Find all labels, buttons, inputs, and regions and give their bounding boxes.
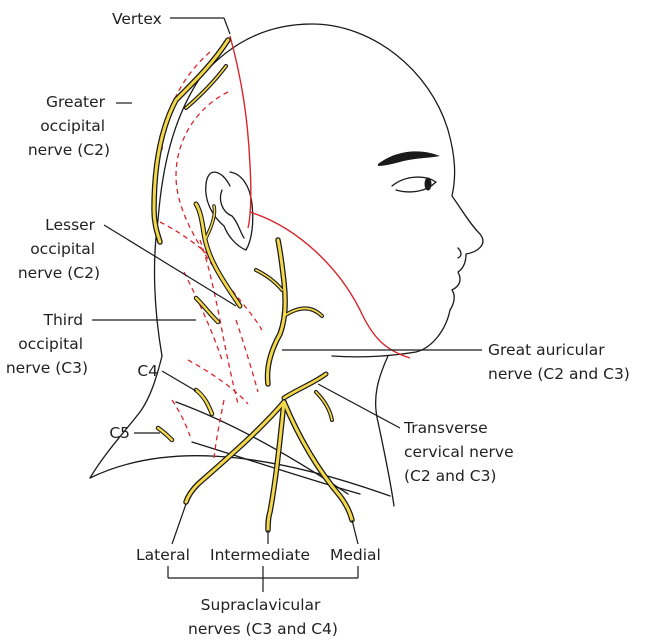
c5-nerve <box>158 428 172 440</box>
vertex-line <box>230 36 251 228</box>
label-c4: C4 <box>137 362 158 380</box>
label-c5: C5 <box>109 424 130 442</box>
label-third-occipital-nerve: Third occipital nerve (C3) <box>6 311 88 377</box>
label-vertex: Vertex <box>112 10 162 28</box>
dash-8 <box>172 400 190 436</box>
third-occipital-nerve <box>196 298 218 322</box>
nostril <box>458 248 461 258</box>
label-transverse-cervical-nerve: Transverse cervical nerve (C2 and C3) <box>403 419 519 485</box>
dash-6 <box>188 360 248 404</box>
label-supraclavicular-nerves: Supraclavicular nerves (C3 and C4) <box>188 596 338 638</box>
front-neck <box>376 356 394 506</box>
greater-occipital-nerve <box>154 40 228 242</box>
eyebrow <box>378 151 440 166</box>
ear-inner <box>220 190 244 238</box>
great-auricular-nerve <box>256 240 322 384</box>
label-lateral: Lateral <box>136 546 190 564</box>
pupil <box>425 178 432 191</box>
label-medial: Medial <box>330 546 381 564</box>
label-great-auricular-nerve: Great auricular nerve (C2 and C3) <box>488 341 630 383</box>
dash-2 <box>162 52 210 150</box>
jaw-boundary <box>250 212 410 358</box>
label-intermediate: Intermediate <box>210 546 310 564</box>
label-lesser-occipital-nerve: Lesser occipital nerve (C2) <box>18 216 100 282</box>
dash-7 <box>236 320 258 392</box>
dash-9 <box>214 400 224 458</box>
ear-outer <box>206 172 253 250</box>
label-greater-occipital-nerve: Greater occipital nerve (C2) <box>28 93 110 159</box>
dash-1 <box>176 92 262 330</box>
face-features <box>206 151 461 258</box>
